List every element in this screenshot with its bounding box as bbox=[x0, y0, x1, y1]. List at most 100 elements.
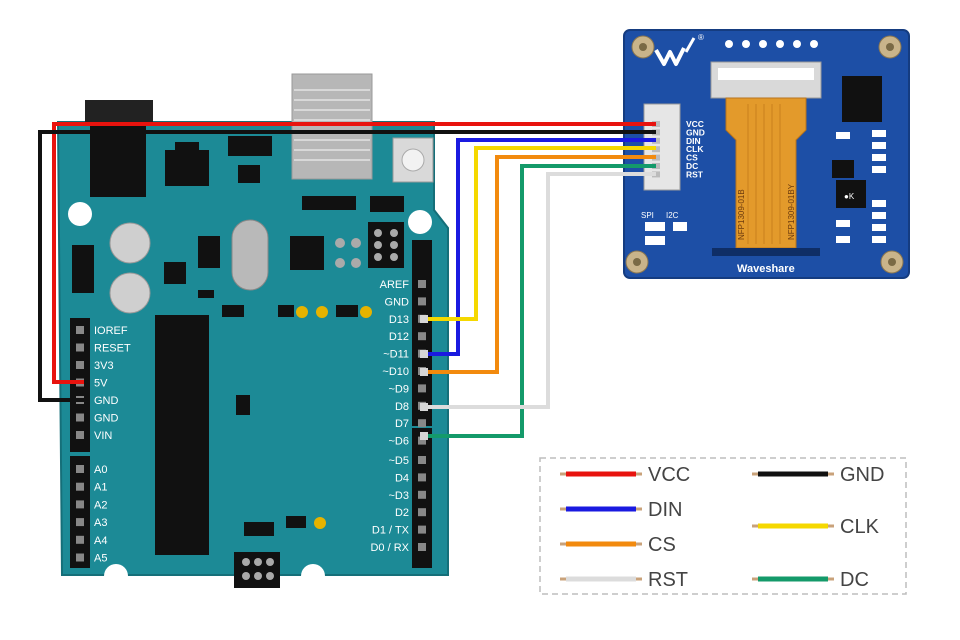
pin-d12 bbox=[418, 332, 426, 341]
screw bbox=[625, 250, 649, 274]
mounting-hole bbox=[68, 202, 92, 226]
oled-pin-label-vcc: VCC bbox=[686, 119, 704, 129]
usb-connector bbox=[291, 73, 373, 180]
oled-pin-label-cs: CS bbox=[686, 153, 698, 163]
switch-k: ●K bbox=[836, 180, 866, 208]
legend-label: CS bbox=[648, 534, 676, 556]
spi-jumper bbox=[645, 222, 665, 231]
wire-end-pad bbox=[420, 368, 428, 376]
wires bbox=[38, 122, 656, 438]
oled-pin-label-gnd: GND bbox=[686, 127, 705, 137]
waveshare-logo-icon bbox=[654, 37, 696, 66]
pin-label-d3: ~D3 bbox=[389, 490, 410, 502]
pin-label-d13: D13 bbox=[389, 314, 409, 326]
pin-label-aref: AREF bbox=[380, 279, 410, 291]
legend-item-dc: DC bbox=[752, 569, 869, 591]
pin-label-gnd: GND bbox=[385, 296, 410, 308]
wire-din bbox=[424, 138, 656, 356]
pin-label-a4: A4 bbox=[94, 535, 107, 547]
wire-end-pad bbox=[420, 350, 428, 358]
pin-a5 bbox=[76, 553, 84, 562]
pin-label-d10: ~D10 bbox=[382, 366, 409, 378]
pin-d7 bbox=[418, 419, 426, 428]
usb-chip bbox=[290, 236, 324, 270]
pin-vin bbox=[76, 431, 84, 439]
pin-label-a5: A5 bbox=[94, 553, 107, 565]
voltage-regulator bbox=[165, 150, 209, 186]
pin-reset bbox=[76, 343, 84, 352]
pin-d1-tx bbox=[418, 525, 426, 534]
crystal bbox=[231, 219, 269, 291]
pin-d6 bbox=[418, 436, 426, 445]
svg-text:●K: ●K bbox=[844, 192, 855, 201]
pin-label-d11: ~D11 bbox=[383, 349, 409, 361]
pin-label-d8: D8 bbox=[395, 401, 409, 413]
mounting-hole bbox=[104, 564, 128, 588]
wire-dc bbox=[424, 164, 656, 438]
pin-ioref bbox=[76, 326, 84, 334]
screw bbox=[878, 35, 902, 59]
pin-d5 bbox=[418, 456, 426, 464]
fpc-label-1: NFP1309-01B bbox=[737, 189, 746, 240]
wire-clk bbox=[424, 146, 656, 321]
pin-label-gnd: GND bbox=[94, 413, 119, 425]
power-jack-top bbox=[85, 100, 153, 122]
oled-pin-label-rst: RST bbox=[686, 169, 704, 179]
wire-cs bbox=[424, 155, 656, 374]
pin-gnd bbox=[418, 297, 426, 306]
oled-pin-label-dc: DC bbox=[686, 161, 698, 171]
pin-a1 bbox=[76, 482, 84, 491]
atmega-chip bbox=[155, 315, 209, 555]
pin-d0-rx bbox=[418, 543, 426, 551]
legend-label: RST bbox=[648, 569, 688, 591]
legend-item-gnd: GND bbox=[752, 464, 884, 486]
spi-label: SPI bbox=[641, 211, 654, 220]
pin-label-vin: VIN bbox=[94, 430, 112, 442]
icsp-bottom bbox=[234, 552, 280, 588]
pin-3v3 bbox=[76, 361, 84, 369]
left-header-analog bbox=[70, 456, 90, 568]
pin-aref bbox=[418, 280, 426, 288]
pin-a0 bbox=[76, 465, 84, 473]
power-jack bbox=[90, 122, 146, 197]
pin-label-d4: D4 bbox=[395, 472, 409, 484]
pin-label-a1: A1 bbox=[94, 482, 107, 494]
pin-label-a3: A3 bbox=[94, 517, 107, 529]
pin-label-d0-rx: D0 / RX bbox=[370, 542, 409, 554]
icsp-header bbox=[368, 222, 404, 268]
capacitor bbox=[109, 222, 151, 264]
brand-label: Waveshare bbox=[737, 263, 795, 275]
legend-label: CLK bbox=[840, 516, 880, 538]
pin-label-d2: D2 bbox=[395, 507, 409, 519]
pin-label-reset: RESET bbox=[94, 343, 131, 355]
oled-module: ® NFP1309-01B NFP1309-01BY Waveshare ●K bbox=[623, 29, 910, 279]
legend-item-vcc: VCC bbox=[560, 464, 690, 486]
capacitor bbox=[109, 272, 151, 314]
wire-end-pad bbox=[420, 315, 428, 323]
pin-a4 bbox=[76, 535, 84, 544]
legend-item-cs: CS bbox=[560, 534, 676, 556]
legend-item-rst: RST bbox=[560, 569, 688, 591]
mounting-hole bbox=[408, 210, 432, 234]
pin-label-ioref: IOREF bbox=[94, 325, 128, 337]
legend-label: DC bbox=[840, 569, 869, 591]
i2c-jumper bbox=[673, 222, 687, 231]
wire-rst bbox=[424, 172, 656, 409]
led bbox=[316, 306, 328, 318]
spi-jumper bbox=[645, 236, 665, 245]
pin-d9 bbox=[418, 384, 426, 393]
pin-label-d12: D12 bbox=[389, 331, 409, 343]
wire-vcc bbox=[52, 122, 656, 384]
i2c-label: I2C bbox=[666, 211, 679, 220]
legend-item-din: DIN bbox=[560, 499, 682, 521]
pin-label-d6: ~D6 bbox=[389, 436, 410, 448]
legend-label: GND bbox=[840, 464, 884, 486]
pin-d4 bbox=[418, 473, 426, 482]
led bbox=[360, 306, 372, 318]
pin-gnd bbox=[76, 413, 84, 422]
legend-item-clk: CLK bbox=[752, 516, 880, 538]
pin-label-a2: A2 bbox=[94, 499, 107, 511]
pin-a3 bbox=[76, 518, 84, 527]
